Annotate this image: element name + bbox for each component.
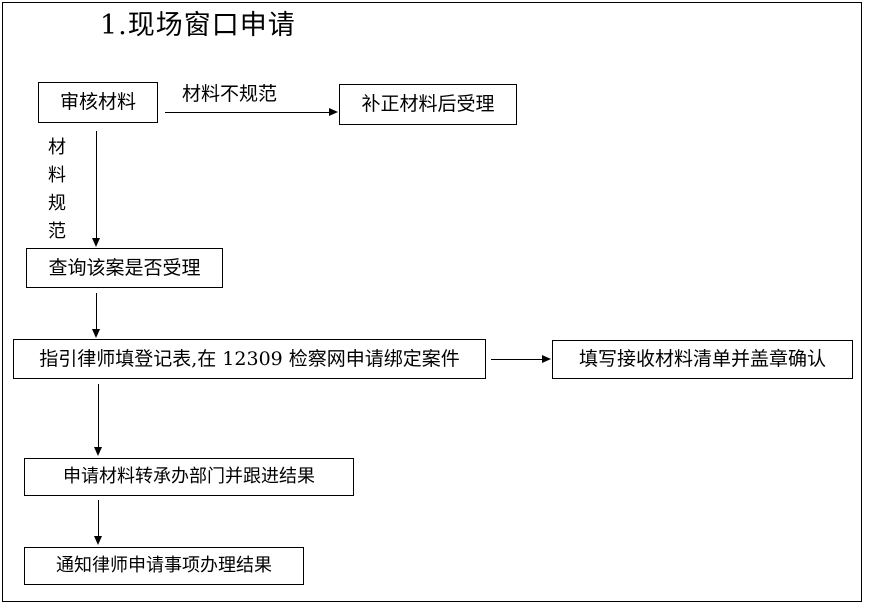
node-correct-materials: 补正材料后受理 — [339, 84, 517, 125]
edge-label-material-standard: 材 料 规 范 — [46, 134, 68, 246]
edge-label-char-1: 材 — [48, 137, 66, 158]
node-notify-lawyer-result: 通知律师申请事项办理结果 — [24, 547, 304, 585]
page-title: 1.现场窗口申请 — [100, 10, 296, 41]
edge-arrowhead-guide-to-receipt — [542, 354, 551, 363]
edge-arrowhead-audit-to-correct — [329, 107, 338, 116]
node-guide-lawyer-registration-label: 指引律师填登记表,在 12309 检察网申请绑定案件 — [39, 347, 460, 370]
node-query-case-acceptance-label: 查询该案是否受理 — [48, 256, 201, 279]
edge-arrowhead-transfer-to-notify — [93, 536, 102, 545]
edge-line-audit-to-correct — [165, 112, 330, 113]
edge-arrowhead-audit-to-query — [91, 238, 100, 247]
node-receipt-list-stamp-label: 填写接收材料清单并盖章确认 — [578, 348, 826, 370]
edge-line-query-to-guide — [96, 293, 97, 331]
node-transfer-to-department: 申请材料转承办部门并跟进结果 — [24, 458, 354, 496]
node-query-case-acceptance: 查询该案是否受理 — [26, 248, 223, 288]
node-guide-lawyer-registration: 指引律师填登记表,在 12309 检察网申请绑定案件 — [13, 339, 486, 379]
node-transfer-to-department-label: 申请材料转承办部门并跟进结果 — [63, 466, 315, 487]
node-receipt-list-stamp: 填写接收材料清单并盖章确认 — [552, 340, 853, 379]
node-correct-materials-label: 补正材料后受理 — [361, 93, 495, 115]
edge-line-transfer-to-notify — [98, 500, 99, 538]
edge-label-char-2: 料 — [48, 165, 66, 186]
edge-line-audit-to-query — [96, 131, 97, 239]
edge-line-guide-to-transfer — [98, 384, 99, 449]
edge-label-char-4: 范 — [48, 221, 66, 242]
edge-arrowhead-guide-to-transfer — [93, 447, 102, 456]
node-audit: 审核材料 — [38, 82, 158, 123]
edge-line-guide-to-receipt — [491, 359, 543, 360]
edge-label-material-nonstandard: 材料不规范 — [182, 83, 278, 105]
page-border — [2, 2, 862, 602]
node-notify-lawyer-result-label: 通知律师申请事项办理结果 — [56, 555, 272, 576]
edge-arrowhead-query-to-guide — [91, 329, 100, 338]
edge-label-char-3: 规 — [48, 193, 66, 214]
node-audit-label: 审核材料 — [59, 91, 136, 113]
